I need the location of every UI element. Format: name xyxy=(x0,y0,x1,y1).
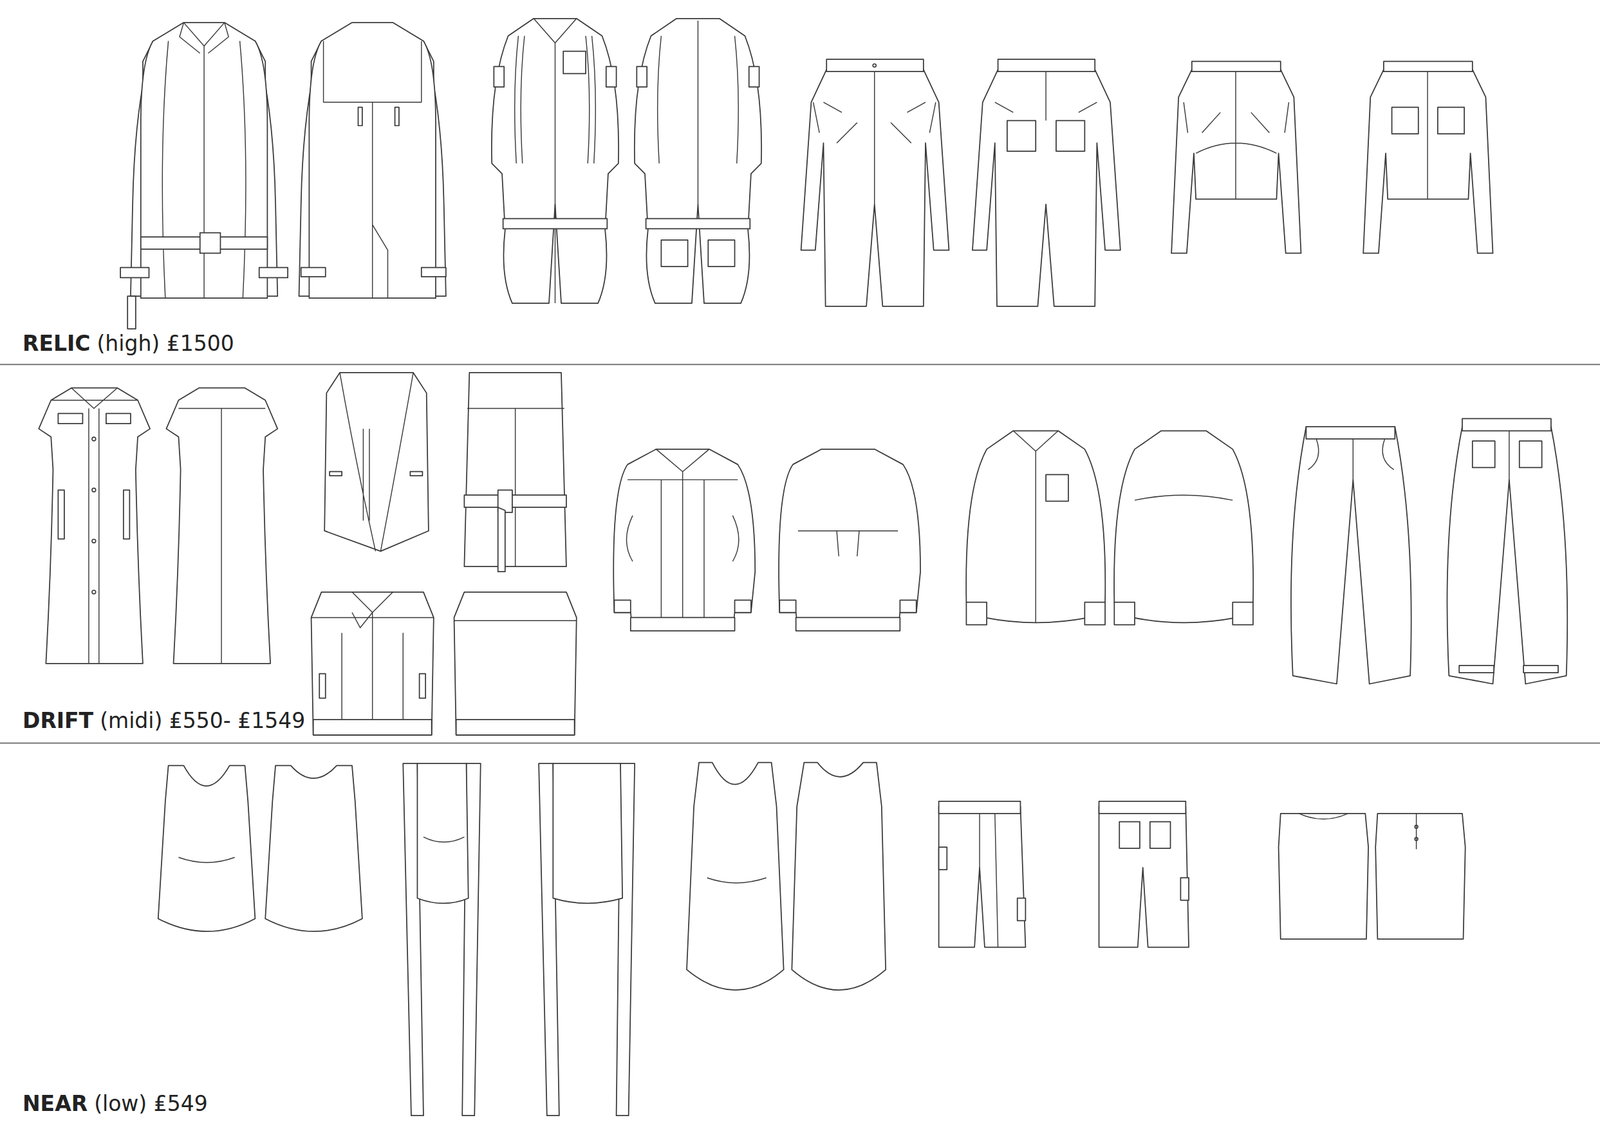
tier-price: (high) ₤1500 xyxy=(96,332,234,356)
tier-price: (midi) ₤550- ₤1549 xyxy=(99,709,306,733)
tier-name: RELIC xyxy=(22,332,91,356)
tier-label: NEAR(low) ₤549 xyxy=(22,1092,208,1116)
tier-name: NEAR xyxy=(22,1092,88,1116)
tier-name: DRIFT xyxy=(22,709,94,733)
tier-label: RELIC(high) ₤1500 xyxy=(22,332,235,356)
tier-price: (low) ₤549 xyxy=(93,1092,208,1116)
tier-label: DRIFT(midi) ₤550- ₤1549 xyxy=(22,709,306,733)
